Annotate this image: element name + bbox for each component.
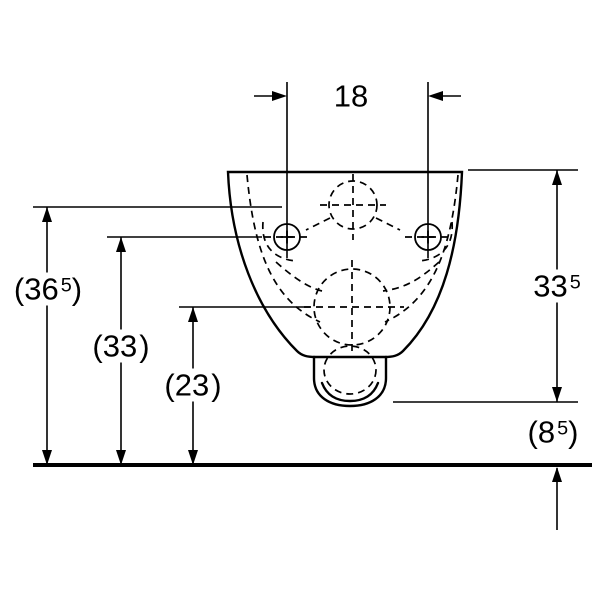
dimension-arrowheads — [42, 91, 562, 482]
flush-outlet-bump — [312, 355, 388, 408]
dim-height-outlet-label: (23) — [160, 368, 226, 402]
toilet-body-outline — [226, 170, 464, 359]
outlet-pipe-ellipse — [323, 345, 377, 395]
bump-inner-rim — [320, 381, 380, 403]
dim-bolt-spacing-label: 18 — [329, 79, 375, 113]
bowl-rim-right — [384, 174, 459, 323]
dimension-lines — [33, 82, 578, 530]
bowl-rim-left — [246, 174, 321, 323]
dim-height-fixing-label: (33) — [88, 329, 154, 363]
hidden-detail-lines — [246, 174, 459, 395]
